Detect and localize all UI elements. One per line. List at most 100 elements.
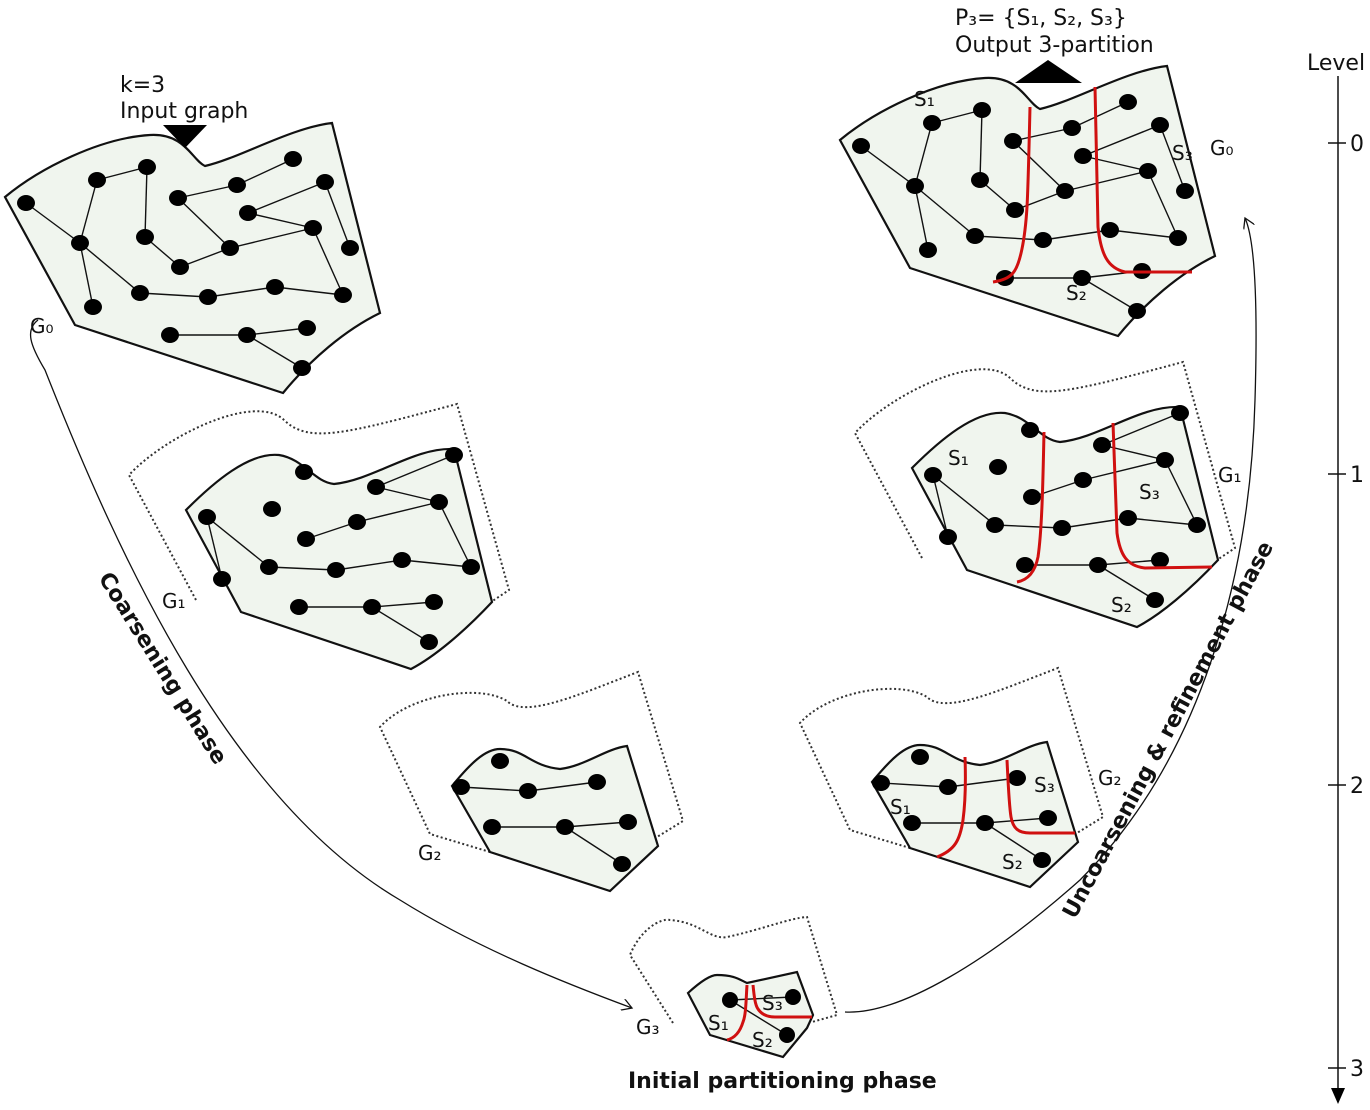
- graph-vertex: [284, 151, 302, 167]
- part-s3-label: S₃: [1034, 773, 1055, 797]
- graph-vertex: [1093, 437, 1111, 453]
- graph-edge: [984, 817, 1049, 824]
- part-s1-label: S₁: [708, 1011, 729, 1035]
- graph-edge: [1097, 564, 1156, 601]
- graph-vertex: [588, 774, 606, 790]
- graph-edge: [371, 601, 435, 608]
- graph-vertex: [238, 327, 256, 343]
- graph-edge: [1147, 170, 1179, 239]
- graph-vertex: [1039, 810, 1057, 826]
- graph-edge: [375, 454, 455, 488]
- graph-vertex: [923, 115, 941, 131]
- graph-vertex: [903, 815, 921, 831]
- graph-edge: [1081, 277, 1138, 312]
- graph-edge: [1127, 517, 1198, 526]
- level-tick-1: 1: [1350, 463, 1364, 488]
- g2-right-label: G₂: [1098, 766, 1122, 790]
- graph-vertex: [1151, 117, 1169, 133]
- graph-vertex: [1063, 120, 1081, 136]
- graph-vertex: [976, 815, 994, 831]
- coarsest-graph-g3: S₁ S₃ S₂: [628, 915, 839, 1059]
- refined-graph-g2: S₁ S₃ S₂: [798, 666, 1105, 889]
- level-tick-3: 3: [1350, 1057, 1364, 1082]
- part-s2-label: S₂: [1002, 850, 1023, 874]
- graph-vertex: [198, 509, 216, 525]
- part-s2-label: S₂: [1066, 281, 1087, 305]
- graph-edge: [979, 109, 983, 181]
- graph-vertex: [491, 753, 509, 769]
- graph-vertex: [989, 459, 1007, 475]
- part-s2-label: S₂: [1111, 593, 1132, 617]
- graph-vertex: [430, 494, 448, 510]
- graph-edge: [207, 286, 276, 298]
- graph-edge: [994, 524, 1063, 529]
- graph-vertex: [213, 571, 231, 587]
- graph-vertex: [263, 501, 281, 517]
- graph-vertex: [613, 856, 631, 872]
- cut-line: [992, 106, 1032, 284]
- graph-edge: [79, 179, 98, 244]
- graph-vertex: [1056, 183, 1074, 199]
- graph-edge: [914, 122, 933, 187]
- graph-vertex: [971, 172, 989, 188]
- refined-graph-g1: S₁ S₃ S₂: [853, 360, 1237, 629]
- part-s1-label: S₁: [914, 87, 935, 111]
- graph-edge: [1071, 101, 1129, 129]
- graph-vertex: [1074, 472, 1092, 488]
- graph-vertex: [316, 174, 334, 190]
- graph-vertex: [84, 299, 102, 315]
- graph-vertex: [986, 517, 1004, 533]
- graph-vertex: [239, 205, 257, 221]
- graph-edge: [236, 158, 294, 186]
- graph-vertex: [298, 320, 316, 336]
- graph-edge: [177, 184, 238, 199]
- graph-vertex: [348, 514, 366, 530]
- graph-edge: [206, 516, 270, 568]
- graph-edge: [880, 782, 949, 788]
- graph-vertex: [519, 783, 537, 799]
- graph-vertex: [1089, 557, 1107, 573]
- graph-edge: [324, 181, 351, 249]
- part-s3-label: S₃: [762, 991, 783, 1015]
- g1-left-label: G₁: [162, 589, 186, 613]
- graph-edge: [206, 516, 223, 580]
- g1-right-label: G₁: [1218, 463, 1242, 487]
- graph-vertex: [169, 190, 187, 206]
- graph-edge: [25, 202, 81, 244]
- graph-edge: [246, 334, 303, 369]
- part-s2-label: S₂: [752, 1028, 773, 1052]
- graph-edge: [1064, 170, 1149, 192]
- graph-edge: [79, 242, 141, 294]
- graph-vertex: [919, 242, 937, 258]
- graph-edge: [371, 606, 430, 643]
- graph-edge: [984, 822, 1043, 861]
- g0-left-label: G₀: [30, 314, 54, 338]
- graph-vertex: [327, 562, 345, 578]
- graph-vertex: [1074, 148, 1092, 164]
- graph-vertex: [872, 775, 890, 791]
- graph-edge: [144, 166, 148, 238]
- graph-edge: [335, 559, 403, 571]
- k-label: k=3: [120, 73, 165, 98]
- cut-line: [751, 984, 812, 1019]
- output-partition-label: Output 3-partition: [955, 33, 1154, 58]
- graph-vertex: [939, 529, 957, 545]
- graph-vertex: [973, 102, 991, 118]
- output-arrow-icon: [1015, 60, 1082, 83]
- graph-edge: [1014, 190, 1066, 211]
- graph-edge: [177, 197, 231, 249]
- graph-vertex: [1101, 222, 1119, 238]
- graph-edge: [460, 786, 529, 792]
- graph-edge: [139, 292, 209, 298]
- graph-vertex: [483, 819, 501, 835]
- graph-vertex: [911, 749, 929, 765]
- coarse-graph-g2: [378, 670, 685, 893]
- graph-edge: [1159, 124, 1186, 192]
- graph-edge: [1164, 459, 1198, 526]
- graph-vertex: [266, 279, 284, 295]
- graph-edge: [1082, 155, 1149, 172]
- graph-vertex: [556, 819, 574, 835]
- g2-left-label: G₂: [418, 841, 442, 865]
- graph-vertex: [852, 138, 870, 154]
